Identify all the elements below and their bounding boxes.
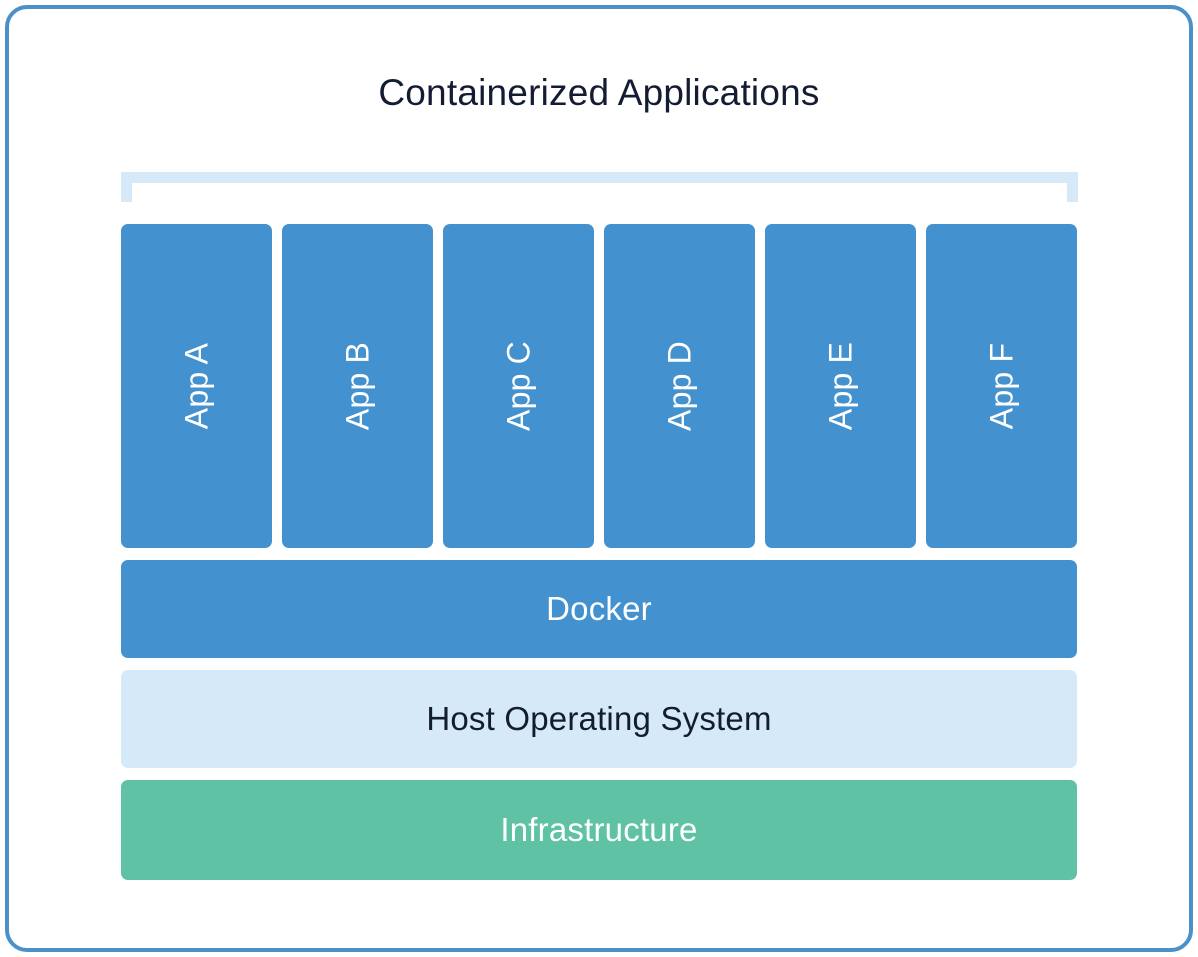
app-block-b[interactable]: App B	[282, 224, 433, 548]
page-title: Containerized Applications	[378, 72, 820, 113]
app-block-label: App A	[178, 342, 214, 430]
layer-docker[interactable]: Docker	[121, 560, 1077, 658]
app-block-label: App D	[661, 341, 697, 431]
layer-label: Host Operating System	[426, 700, 772, 737]
app-block-f[interactable]: App F	[926, 224, 1077, 548]
app-container-row: App A App B App C App D App E App F	[121, 224, 1077, 548]
layer-label: Infrastructure	[500, 811, 698, 848]
app-block-e[interactable]: App E	[765, 224, 916, 548]
app-block-d[interactable]: App D	[604, 224, 755, 548]
app-block-label: App C	[500, 341, 536, 431]
containerized-apps-bracket	[121, 172, 1078, 202]
layer-host-operating-system[interactable]: Host Operating System	[121, 670, 1077, 768]
app-block-label: App B	[339, 341, 375, 431]
layer-label: Docker	[546, 590, 652, 627]
app-block-c[interactable]: App C	[443, 224, 594, 548]
app-block-a[interactable]: App A	[121, 224, 272, 548]
app-block-label: App E	[822, 341, 858, 431]
layer-infrastructure[interactable]: Infrastructure	[121, 780, 1077, 880]
app-block-label: App F	[983, 342, 1019, 430]
